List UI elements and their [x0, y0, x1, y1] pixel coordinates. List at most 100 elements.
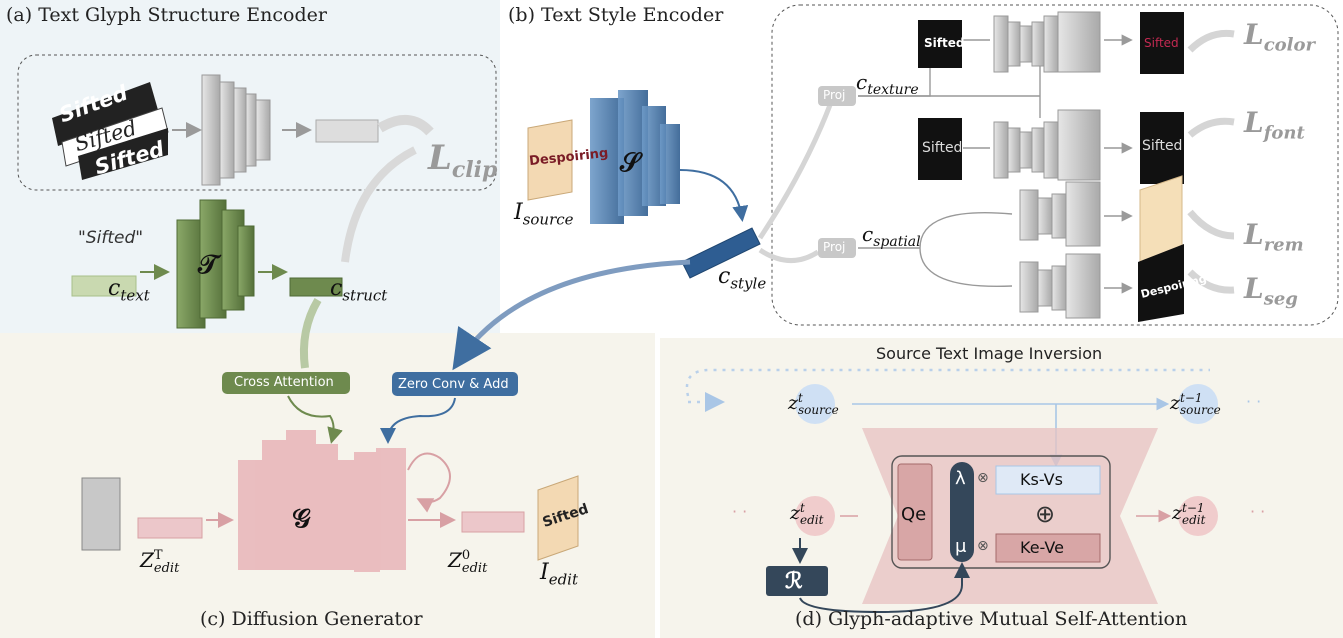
loss-rem: Lrem: [1244, 218, 1304, 256]
c-spatial-label: cspatial: [862, 222, 921, 250]
lambda-mu-bar: [950, 462, 974, 562]
c-style-label: cstyle: [718, 264, 767, 293]
c-text-label: ctext: [108, 276, 150, 305]
edit-image: [537, 475, 579, 561]
edit-dots-right: · ·: [1250, 502, 1266, 521]
c-texture-label: ctexture: [856, 70, 919, 98]
source-image: [527, 119, 573, 201]
S-symbol: 𝒮: [620, 148, 641, 178]
attention-inner-box: [891, 455, 1111, 569]
clip-loss-arrow: [377, 115, 434, 136]
S-to-cstyle-arrow: [679, 169, 749, 222]
source-dots-right: · ·: [1246, 392, 1262, 411]
panel-b-title: (b) Text Style Encoder: [508, 4, 724, 26]
panel-a-title: (a) Text Glyph Structure Encoder: [6, 4, 327, 26]
glyph-word-stack: [52, 82, 169, 180]
zt1-edit-node: [1178, 496, 1218, 536]
R-symbol: ℛ: [785, 568, 803, 594]
zero-conv-box: [392, 372, 518, 396]
color-head-block: [993, 11, 1101, 73]
KsVs-label: Ks-Vs: [1020, 470, 1063, 489]
noise-image: [81, 477, 121, 551]
R-box: [766, 566, 828, 596]
KeVe-label: Ke-Ve: [1020, 538, 1064, 557]
proj-texture-box: [818, 86, 856, 106]
loss-clip: Lclip: [428, 138, 498, 183]
G-generator-block: [238, 430, 406, 572]
cstyle-to-zeroconv-arrow: [452, 259, 691, 371]
loss-font: Lfont: [1244, 106, 1305, 144]
cstyle-to-texture-arrow: [757, 104, 833, 240]
spatial-branch-curve: [919, 212, 1013, 288]
otimes-top: ⊗: [977, 470, 989, 486]
G-loop-arrow: [407, 452, 451, 513]
cross-attention-label: Cross Attention: [234, 375, 334, 390]
c-style-vector: [681, 227, 761, 279]
panel-d-title: (d) Glyph-adaptive Mutual Self-Attention: [795, 608, 1188, 630]
clip-dashed-box: [17, 54, 497, 191]
Qe-box: [897, 463, 933, 561]
zt-edit-node: [795, 496, 835, 536]
zt-source-node: [795, 384, 835, 424]
rem-loss-arrow: [1187, 209, 1235, 240]
font-input-word: Sifted: [922, 140, 963, 156]
KeVe-box: [995, 533, 1101, 563]
color-output-word: Sifted: [1144, 36, 1179, 50]
rem-head-block: [1019, 181, 1101, 247]
z-T-vector: [137, 517, 203, 539]
seg-head-block: [1019, 253, 1101, 319]
mu-label: μ: [955, 536, 967, 557]
clip-encoder-block: [201, 74, 271, 186]
font-output-image: [1140, 112, 1184, 184]
inversion-title: Source Text Image Inversion: [876, 344, 1103, 363]
T-symbol: 𝒯: [198, 250, 218, 280]
cross-attention-box: [222, 372, 350, 394]
proj-texture-label: Proj: [823, 88, 846, 102]
color-output-image: [1140, 12, 1184, 74]
edit-dots-left: · ·: [732, 502, 748, 521]
KsVs-box: [995, 465, 1101, 495]
font-output-word: Sifted: [1142, 138, 1183, 154]
c-struct-vector: [289, 277, 343, 297]
G-symbol: 𝒢: [292, 504, 311, 534]
seg-loss-arrow: [1187, 269, 1235, 294]
oplus-label: ⊕: [1035, 500, 1056, 528]
style-heads-dashed-box: [771, 4, 1339, 326]
texture-input-word: Sifted: [924, 36, 965, 50]
z-0-vector: [461, 511, 525, 533]
font-loss-arrow: [1187, 117, 1235, 138]
I-source-label: Isource: [514, 200, 574, 229]
clip-embedding-vector: [315, 119, 379, 143]
cstyle-to-spatial-arrow: [758, 247, 820, 263]
Qe-label: Qe: [901, 504, 927, 525]
R-to-mu-arrow: [799, 562, 970, 614]
panel-c-title: (c) Diffusion Generator: [200, 608, 423, 630]
I-edit-label: Iedit: [540, 560, 579, 589]
loss-seg: Lseg: [1244, 272, 1298, 310]
lambda-label: λ: [955, 468, 966, 489]
cstruct-to-clip-arrow: [341, 146, 417, 263]
font-input-image: [918, 118, 962, 180]
zt1-source-node: [1178, 384, 1218, 424]
zero-conv-label: Zero Conv & Add: [398, 377, 509, 392]
proj-spatial-label: Proj: [823, 240, 846, 254]
T-encoder-block: [176, 199, 255, 329]
cross-attn-to-G-arrow: [287, 395, 343, 444]
zero-conv-to-G-arrow: [380, 397, 456, 444]
color-loss-arrow: [1187, 29, 1235, 53]
S-encoder-block: [590, 90, 680, 224]
c-struct-label: cstruct: [330, 276, 388, 305]
text-quote-label: "Sifted": [78, 228, 144, 248]
texture-input-image: [918, 20, 962, 68]
c-text-vector: [71, 275, 137, 297]
loss-color: Lcolor: [1244, 18, 1315, 56]
otimes-bottom: ⊗: [977, 538, 989, 554]
font-head-block: [993, 109, 1101, 181]
proj-spatial-box: [818, 238, 856, 258]
